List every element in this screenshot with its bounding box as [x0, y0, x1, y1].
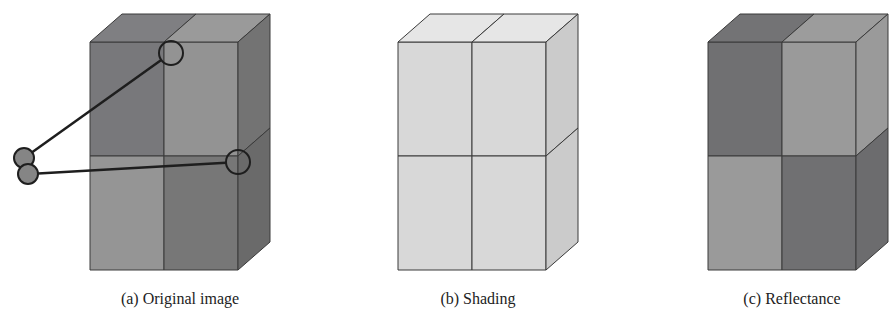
cube-front-face [398, 156, 472, 270]
pixel-circle [159, 41, 183, 65]
panel-caption: (b) Shading [440, 290, 515, 308]
cube-front-face [782, 42, 856, 156]
cube-front-face [472, 42, 546, 156]
pixel-pair-marker [18, 150, 250, 184]
panel-caption: (c) Reflectance [743, 290, 840, 308]
cube-front-face [164, 156, 238, 270]
cube-front-face [782, 156, 856, 270]
panel-caption: (a) Original image [121, 290, 239, 308]
cube-front-face [398, 42, 472, 156]
original-cubes [90, 14, 270, 270]
reflectance-cubes [708, 14, 888, 270]
connector-line [38, 163, 226, 174]
cube-front-face [472, 156, 546, 270]
cube-side-face [238, 128, 270, 270]
connector-line [32, 60, 161, 152]
cube-front-face [90, 156, 164, 270]
cube-front-face [708, 42, 782, 156]
cube-front-face [708, 156, 782, 270]
cube-front-face [90, 42, 164, 156]
pixel-pair-marker [14, 41, 183, 168]
pixel-circle [226, 150, 250, 174]
cube-side-face [546, 128, 578, 270]
cube-front-face [164, 42, 238, 156]
sample-dot [18, 164, 38, 184]
shading-cubes [398, 14, 578, 270]
cube-side-face [856, 128, 888, 270]
